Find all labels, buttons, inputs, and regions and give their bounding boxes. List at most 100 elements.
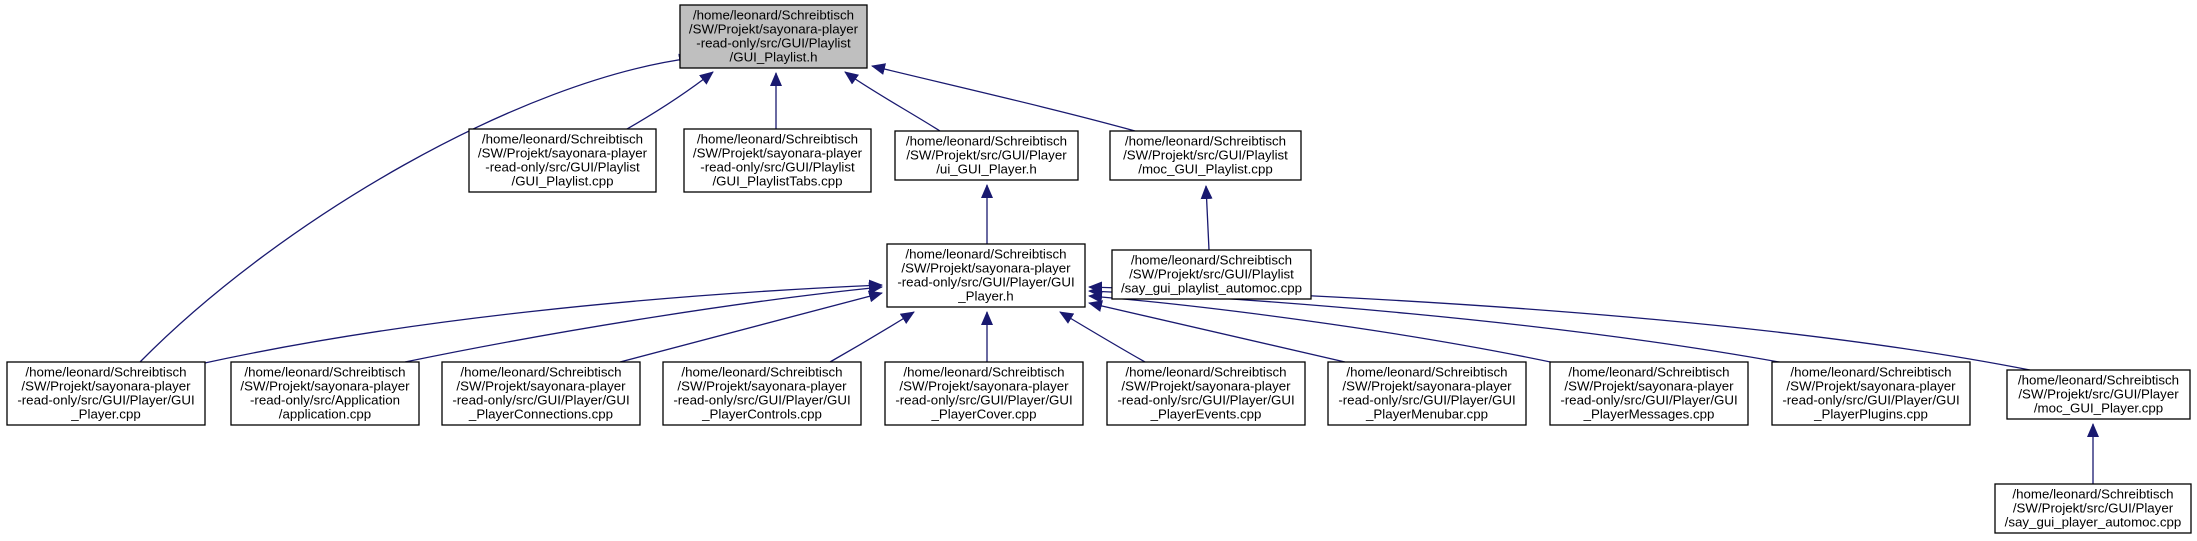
node-application-cpp[interactable]: /home/leonard/Schreibtisch/SW/Projekt/sa…: [230, 361, 420, 426]
node-label-line: /home/leonard/Schreibtisch: [693, 8, 854, 23]
node-moc-gui-playlist-cpp[interactable]: /home/leonard/Schreibtisch/SW/Projekt/sr…: [1109, 130, 1302, 181]
node-label-line: _PlayerEvents.cpp: [1150, 407, 1262, 422]
node-label-line: _PlayerCover.cpp: [931, 407, 1037, 422]
node-label-line: /SW/Projekt/sayonara-player: [21, 379, 191, 394]
node-gui-playerplugins-cpp[interactable]: /home/leonard/Schreibtisch/SW/Projekt/sa…: [1771, 361, 1971, 426]
edge-gui_playerconnections_cpp-to-gui_player_h: [619, 290, 883, 363]
node-gui-player-cpp[interactable]: /home/leonard/Schreibtisch/SW/Projekt/sa…: [6, 361, 206, 426]
node-gui-playercontrols-cpp[interactable]: /home/leonard/Schreibtisch/SW/Projekt/sa…: [662, 361, 862, 426]
node-label-line: /SW/Projekt/src/GUI/Player: [2013, 501, 2174, 516]
node-box[interactable]: [679, 4, 868, 69]
node-box[interactable]: [230, 361, 420, 426]
node-label-line: _Player.cpp: [70, 407, 140, 422]
node-label-line: /application.cpp: [279, 407, 371, 422]
node-label-line: /SW/Projekt/sayonara-player: [240, 379, 410, 394]
node-label-line: /home/leonard/Schreibtisch: [697, 132, 858, 147]
node-box[interactable]: [1994, 483, 2192, 534]
node-label-line: /GUI_Playlist.cpp: [512, 174, 614, 189]
node-gui-player-h[interactable]: /home/leonard/Schreibtisch/SW/Projekt/sa…: [886, 243, 1086, 308]
node-label-line: /home/leonard/Schreibtisch: [905, 247, 1066, 262]
node-label-line: /SW/Projekt/src/GUI/Playlist: [1129, 267, 1294, 282]
node-moc-gui-player-cpp[interactable]: /home/leonard/Schreibtisch/SW/Projekt/sr…: [2006, 369, 2191, 420]
node-label-line: /SW/Projekt/src/GUI/Player: [2018, 387, 2179, 402]
node-label-line: -read-only/src/GUI/Player/GUI: [673, 393, 850, 408]
node-label-line: /SW/Projekt/sayonara-player: [901, 261, 1071, 276]
node-label-line: _PlayerMenubar.cpp: [1365, 407, 1488, 422]
node-box[interactable]: [662, 361, 862, 426]
node-gui-playerconnections-cpp[interactable]: /home/leonard/Schreibtisch/SW/Projekt/sa…: [441, 361, 641, 426]
node-label-line: /SW/Projekt/sayonara-player: [899, 379, 1069, 394]
node-label-line: -read-only/src/GUI/Player/GUI: [1560, 393, 1737, 408]
node-label-line: -read-only/src/GUI/Playlist: [485, 160, 640, 175]
edge-gui_playermenubar_cpp-to-gui_player_h: [1088, 300, 1346, 363]
node-label-line: -read-only/src/Application: [250, 393, 400, 408]
nodes-layer: /home/leonard/Schreibtisch/SW/Projekt/sa…: [6, 4, 2192, 534]
node-gui-playerevents-cpp[interactable]: /home/leonard/Schreibtisch/SW/Projekt/sa…: [1106, 361, 1306, 426]
node-say-gui-playlist-automoc[interactable]: /home/leonard/Schreibtisch/SW/Projekt/sr…: [1111, 249, 1312, 300]
node-label-line: /home/leonard/Schreibtisch: [906, 134, 1067, 149]
node-box[interactable]: [1549, 361, 1749, 426]
node-label-line: /GUI_Playlist.h: [730, 50, 818, 65]
node-label-line: /GUI_PlaylistTabs.cpp: [712, 174, 842, 189]
node-label-line: /SW/Projekt/sayonara-player: [1786, 379, 1956, 394]
node-box[interactable]: [1327, 361, 1527, 426]
edge-gui_player_cpp-to-gui_playlist_h: [139, 53, 693, 363]
node-gui-playlisttabs-cpp[interactable]: /home/leonard/Schreibtisch/SW/Projekt/sa…: [683, 128, 872, 193]
node-gui-playlist-h[interactable]: /home/leonard/Schreibtisch/SW/Projekt/sa…: [679, 4, 868, 69]
edge-gui_playlist_cpp-to-gui_playlist_h: [626, 71, 714, 130]
node-box[interactable]: [468, 128, 657, 193]
node-gui-playermenubar-cpp[interactable]: /home/leonard/Schreibtisch/SW/Projekt/sa…: [1327, 361, 1527, 426]
node-label-line: /home/leonard/Schreibtisch: [244, 365, 405, 380]
node-label-line: /home/leonard/Schreibtisch: [460, 365, 621, 380]
node-label-line: /home/leonard/Schreibtisch: [1568, 365, 1729, 380]
node-label-line: /home/leonard/Schreibtisch: [2012, 487, 2173, 502]
node-label-line: /home/leonard/Schreibtisch: [1131, 253, 1292, 268]
node-label-line: /home/leonard/Schreibtisch: [482, 132, 643, 147]
node-label-line: -read-only/src/GUI/Player/GUI: [452, 393, 629, 408]
node-label-line: /SW/Projekt/sayonara-player: [478, 146, 648, 161]
node-box[interactable]: [894, 130, 1079, 181]
node-label-line: /home/leonard/Schreibtisch: [903, 365, 1064, 380]
node-label-line: -read-only/src/GUI/Player/GUI: [17, 393, 194, 408]
node-label-line: /moc_GUI_Player.cpp: [2034, 401, 2163, 416]
node-label-line: /SW/Projekt/sayonara-player: [693, 146, 863, 161]
node-label-line: /say_gui_playlist_automoc.cpp: [1121, 281, 1302, 296]
node-say-gui-player-automoc[interactable]: /home/leonard/Schreibtisch/SW/Projekt/sr…: [1994, 483, 2192, 534]
node-label-line: -read-only/src/GUI/Player/GUI: [1782, 393, 1959, 408]
node-label-line: /SW/Projekt/sayonara-player: [1121, 379, 1291, 394]
node-label-line: /home/leonard/Schreibtisch: [681, 365, 842, 380]
node-label-line: /SW/Projekt/sayonara-player: [677, 379, 847, 394]
node-box[interactable]: [441, 361, 641, 426]
node-box[interactable]: [1771, 361, 1971, 426]
node-label-line: /moc_GUI_Playlist.cpp: [1138, 162, 1273, 177]
node-ui-gui-player-h[interactable]: /home/leonard/Schreibtisch/SW/Projekt/sr…: [894, 130, 1079, 181]
node-box[interactable]: [2006, 369, 2191, 420]
edge-moc_gui_playlist_cpp-to-gui_playlist_h: [871, 63, 1136, 132]
node-box[interactable]: [1106, 361, 1306, 426]
node-label-line: -read-only/src/GUI/Playlist: [696, 36, 851, 51]
node-box[interactable]: [1109, 130, 1302, 181]
node-gui-playermessages-cpp[interactable]: /home/leonard/Schreibtisch/SW/Projekt/sa…: [1549, 361, 1749, 426]
node-label-line: -read-only/src/GUI/Playlist: [700, 160, 855, 175]
edge-ui_gui_player_h-to-gui_playlist_h: [844, 71, 941, 132]
node-label-line: /home/leonard/Schreibtisch: [2018, 373, 2179, 388]
node-box[interactable]: [884, 361, 1084, 426]
node-label-line: /SW/Projekt/sayonara-player: [689, 22, 859, 37]
node-label-line: /home/leonard/Schreibtisch: [1790, 365, 1951, 380]
node-label-line: /SW/Projekt/src/GUI/Playlist: [1123, 148, 1288, 163]
node-label-line: _Player.h: [957, 289, 1013, 304]
node-gui-playercover-cpp[interactable]: /home/leonard/Schreibtisch/SW/Projekt/sa…: [884, 361, 1084, 426]
node-gui-playlist-cpp[interactable]: /home/leonard/Schreibtisch/SW/Projekt/sa…: [468, 128, 657, 193]
node-box[interactable]: [886, 243, 1086, 308]
node-box[interactable]: [1111, 249, 1312, 300]
node-label-line: _PlayerConnections.cpp: [468, 407, 613, 422]
node-label-line: /home/leonard/Schreibtisch: [1125, 134, 1286, 149]
edge-application_cpp-to-gui_player_h: [404, 282, 883, 363]
edge-gui_player_cpp-to-gui_player_h: [199, 279, 883, 365]
node-label-line: /SW/Projekt/src/GUI/Player: [906, 148, 1067, 163]
node-box[interactable]: [683, 128, 872, 193]
node-label-line: -read-only/src/GUI/Player/GUI: [1338, 393, 1515, 408]
node-label-line: /SW/Projekt/sayonara-player: [1342, 379, 1512, 394]
node-box[interactable]: [6, 361, 206, 426]
node-label-line: /say_gui_player_automoc.cpp: [2005, 515, 2182, 530]
